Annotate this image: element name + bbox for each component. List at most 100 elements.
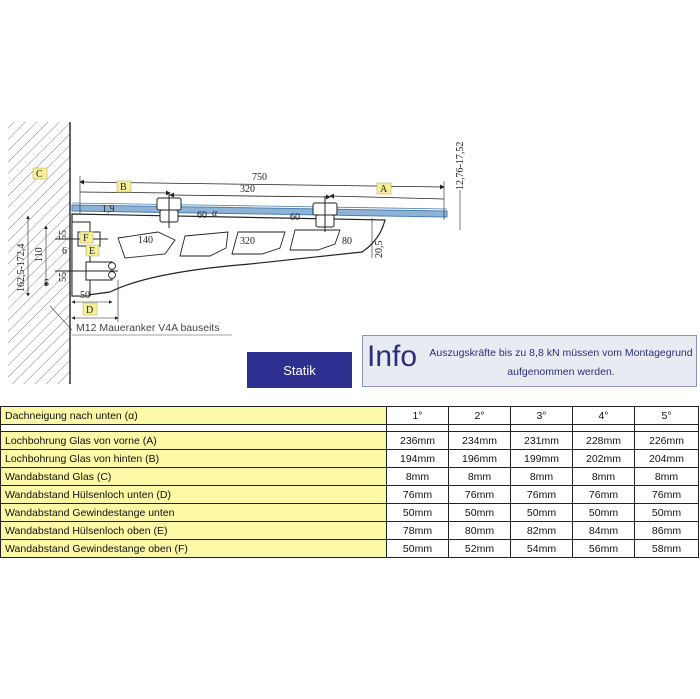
row-value: 58mm	[634, 539, 699, 558]
dim-140-label: 140	[138, 235, 153, 246]
dim-6-label: 6	[62, 246, 67, 257]
table-row: Lochbohrung Glas von vorne (A) 236mm 234…	[0, 431, 699, 450]
callout-e: E	[85, 244, 100, 257]
callout-f: F	[79, 231, 94, 244]
dim-320-bottom-label: 320	[240, 236, 255, 247]
clamp-right	[312, 196, 338, 232]
row-value: 196mm	[448, 449, 511, 468]
svg-text:E: E	[89, 246, 95, 257]
row-value: 84mm	[572, 521, 635, 540]
callout-a: A	[376, 182, 392, 195]
svg-text:C: C	[36, 169, 43, 180]
row-value: 56mm	[572, 539, 635, 558]
anchor-leader	[49, 305, 73, 331]
row-label: Wandabstand Gewindestange unten	[0, 503, 387, 522]
dim-line-320	[169, 192, 331, 200]
row-value: 50mm	[572, 503, 635, 522]
bracket-arm	[71, 213, 386, 297]
angle-label: α	[212, 208, 218, 219]
row-value: 8mm	[510, 467, 573, 486]
info-text: Auszugskräfte bis zu 8,8 kN müssen vom M…	[427, 344, 695, 382]
row-value: 76mm	[448, 485, 511, 504]
table-header-row: Dachneigung nach unten (α) 1° 2° 3° 4° 5…	[0, 406, 699, 425]
header-cell: 5°	[634, 406, 699, 425]
row-value: 236mm	[386, 431, 449, 450]
dim-55-upper: 55	[58, 230, 69, 240]
table-row: Wandabstand Glas (C) 8mm 8mm 8mm 8mm 8mm	[0, 467, 699, 486]
dim-55-lower: 55	[58, 272, 69, 282]
info-title: Info	[367, 340, 418, 373]
table-row: Wandabstand Hülsenloch oben (E) 78mm 80m…	[0, 521, 699, 540]
spacer-cell	[0, 424, 387, 432]
spacer-cell	[572, 424, 635, 432]
table-row: Wandabstand Gewindestange unten 50mm 50m…	[0, 503, 699, 522]
info-box: Info Auszugskräfte bis zu 8,8 kN müssen …	[362, 335, 697, 387]
dim-20-label: 20,5	[374, 241, 385, 259]
glass-top-edge	[71, 202, 448, 210]
row-value: 204mm	[634, 449, 699, 468]
dim-60a-label: 60	[197, 210, 207, 221]
row-value: 50mm	[448, 503, 511, 522]
row-value: 194mm	[386, 449, 449, 468]
spacer-cell	[510, 424, 573, 432]
spec-table: Dachneigung nach unten (α) 1° 2° 3° 4° 5…	[0, 406, 699, 558]
dim-80-label: 80	[342, 236, 352, 247]
row-label: Lochbohrung Glas von hinten (B)	[0, 449, 387, 468]
dim-50-label: 50	[80, 290, 90, 301]
lower-anchor	[55, 261, 118, 281]
row-value: 228mm	[572, 431, 635, 450]
dim-line-b	[79, 190, 171, 196]
row-value: 50mm	[510, 503, 573, 522]
spacer-cell	[634, 424, 699, 432]
row-value: 50mm	[634, 503, 699, 522]
row-value: 202mm	[572, 449, 635, 468]
row-label: Wandabstand Glas (C)	[0, 467, 387, 486]
bracket-cutout-1	[117, 231, 176, 259]
dim-60b-label: 60	[290, 212, 300, 223]
dim-5-label: 5	[44, 278, 49, 289]
table-row: Wandabstand Hülsenloch unten (D) 76mm 76…	[0, 485, 699, 504]
header-cell: 3°	[510, 406, 573, 425]
dim-glass-thk-label: 12,76-17,52	[455, 142, 466, 190]
header-cell: 1°	[386, 406, 449, 425]
callout-b: B	[116, 180, 132, 193]
dim-1-9-label: 1,9	[102, 204, 115, 215]
header-cell: Dachneigung nach unten (α)	[0, 406, 387, 425]
callout-d: D	[82, 302, 98, 316]
bracket-cutout-4	[289, 229, 341, 251]
row-value: 8mm	[386, 467, 449, 486]
row-value: 76mm	[572, 485, 635, 504]
row-value: 199mm	[510, 449, 573, 468]
row-value: 76mm	[386, 485, 449, 504]
row-value: 76mm	[634, 485, 699, 504]
dim-750-label: 750	[252, 172, 267, 183]
row-value: 54mm	[510, 539, 573, 558]
row-value: 226mm	[634, 431, 699, 450]
statik-button[interactable]: Statik	[247, 352, 352, 388]
row-value: 50mm	[386, 539, 449, 558]
row-value: 50mm	[386, 503, 449, 522]
dim-320-top-label: 320	[240, 184, 255, 195]
row-label: Lochbohrung Glas von vorne (A)	[0, 431, 387, 450]
header-cell: 4°	[572, 406, 635, 425]
row-value: 8mm	[634, 467, 699, 486]
anchor-note: M12 Maueranker V4A bauseits	[76, 322, 220, 334]
spacer-cell	[386, 424, 449, 432]
table-spacer-row	[0, 424, 699, 432]
dim-vert-bracket-label: 162,5-172,4	[16, 244, 27, 292]
wall-hatch	[8, 122, 70, 384]
dim-vert-110-label: 110	[34, 247, 45, 262]
row-label: Wandabstand Gewindestange oben (F)	[0, 539, 387, 558]
svg-text:F: F	[83, 233, 89, 244]
clamp-left	[156, 192, 182, 228]
row-value: 231mm	[510, 431, 573, 450]
svg-text:D: D	[86, 305, 93, 316]
row-value: 234mm	[448, 431, 511, 450]
info-line-1: Auszugskräfte bis zu 8,8 kN müssen vom M…	[429, 347, 693, 359]
dim-line-a	[329, 193, 445, 200]
callout-c: C	[32, 167, 48, 180]
row-value: 78mm	[386, 521, 449, 540]
row-value: 76mm	[510, 485, 573, 504]
table-row: Lochbohrung Glas von hinten (B) 194mm 19…	[0, 449, 699, 468]
row-label: Wandabstand Hülsenloch oben (E)	[0, 521, 387, 540]
